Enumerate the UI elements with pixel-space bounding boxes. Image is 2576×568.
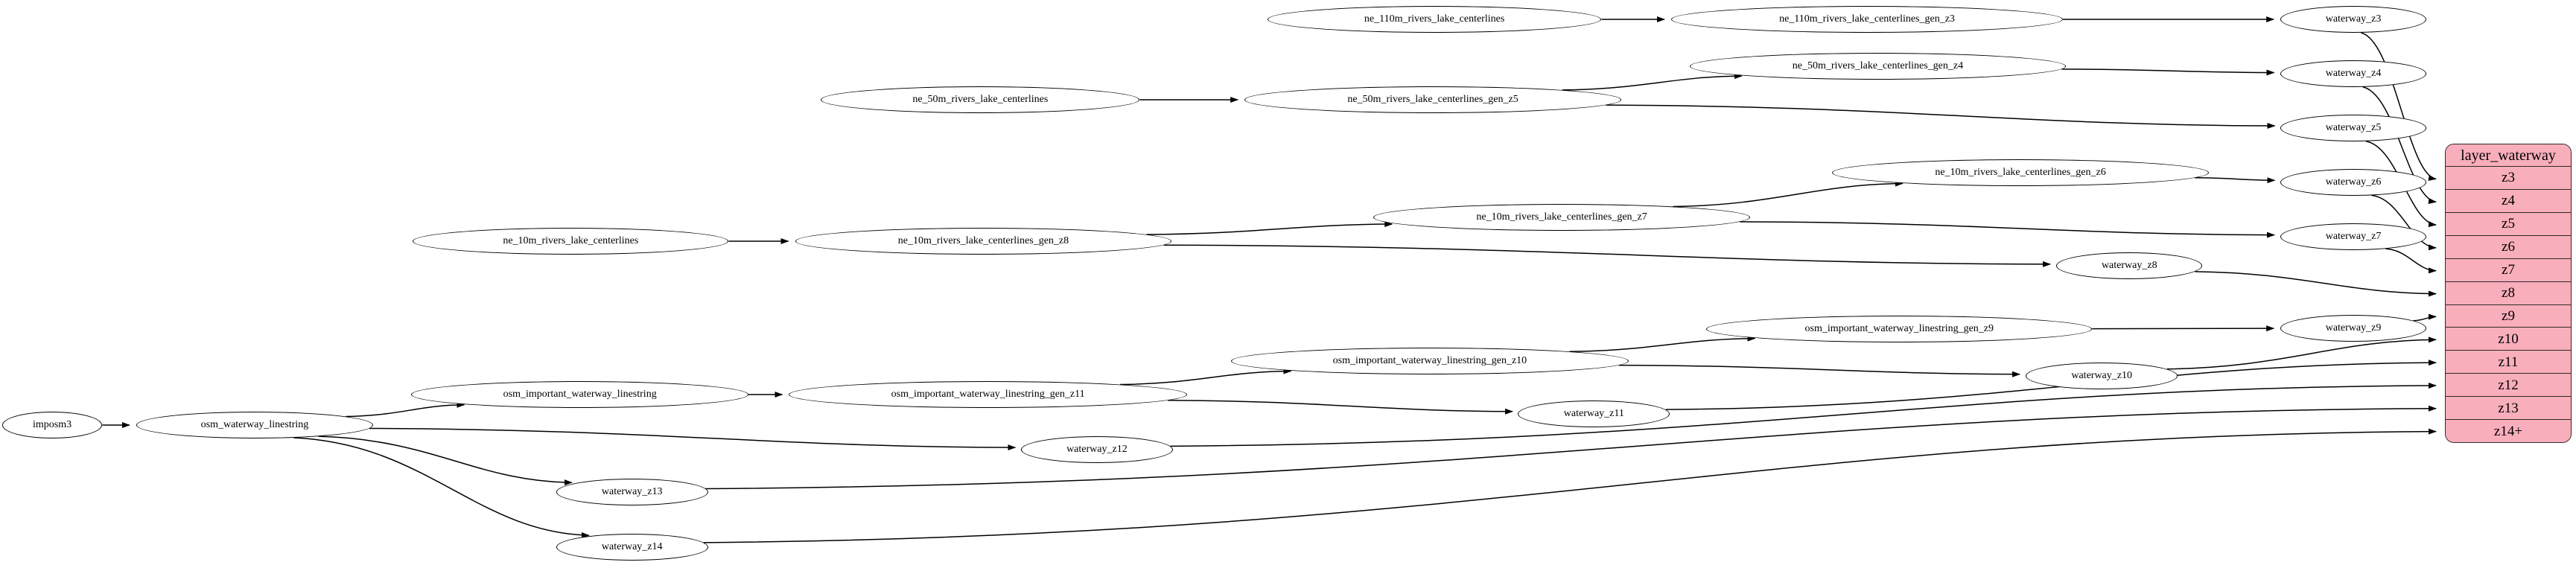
- graph-node-label: waterway_z10: [2071, 370, 2132, 381]
- graph-node-waterway-z4[interactable]: waterway_z4: [2280, 60, 2426, 87]
- graph-node-waterway-z9[interactable]: waterway_z9: [2280, 315, 2426, 342]
- graph-node-osm-important-waterway-linestring-gen-z9[interactable]: osm_important_waterway_linestring_gen_z9: [1706, 316, 2093, 342]
- graph-node-waterway-z6[interactable]: waterway_z6: [2280, 169, 2426, 196]
- graph-node-label: waterway_z12: [1066, 444, 1128, 455]
- layer-table-row-z3[interactable]: z3: [2446, 167, 2571, 190]
- graph-node-waterway-z11[interactable]: waterway_z11: [1518, 401, 1670, 427]
- graph-node-label: imposm3: [32, 419, 72, 430]
- graph-node-waterway-z7[interactable]: waterway_z7: [2280, 223, 2426, 250]
- graph-node-label: osm_waterway_linestring: [200, 419, 309, 430]
- graph-node-ne-10m-rivers-lake-centerlines-gen-z6[interactable]: ne_10m_rivers_lake_centerlines_gen_z6: [1832, 159, 2209, 186]
- graph-node-ne-110m-rivers-lake-centerlines-gen-z3[interactable]: ne_110m_rivers_lake_centerlines_gen_z3: [1670, 6, 2064, 33]
- graph-node-label: waterway_z6: [2325, 176, 2382, 188]
- graph-node-osm-important-waterway-linestring[interactable]: osm_important_waterway_linestring: [411, 381, 749, 408]
- graph-node-label: waterway_z7: [2325, 231, 2382, 242]
- graph-node-label: ne_10m_rivers_lake_centerlines_gen_z7: [1476, 211, 1647, 223]
- graph-node-label: ne_10m_rivers_lake_centerlines_gen_z8: [897, 235, 1069, 246]
- graph-node-label: osm_important_waterway_linestring: [503, 389, 657, 400]
- graph-node-label: ne_50m_rivers_lake_centerlines_gen_z4: [1792, 60, 1964, 71]
- layer-table-row-z7[interactable]: z7: [2446, 258, 2571, 282]
- graph-node-osm-important-waterway-linestring-gen-z11[interactable]: osm_important_waterway_linestring_gen_z1…: [789, 381, 1187, 408]
- graph-node-label: waterway_z4: [2325, 68, 2382, 79]
- graph-node-label: waterway_z8: [2101, 260, 2157, 271]
- graph-node-waterway-z13[interactable]: waterway_z13: [556, 479, 708, 505]
- layer-table-row-z12[interactable]: z12: [2446, 374, 2571, 398]
- graph-node-osm-waterway-linestring[interactable]: osm_waterway_linestring: [136, 412, 374, 438]
- layer-table-row-z8[interactable]: z8: [2446, 281, 2571, 305]
- graph-node-waterway-z10[interactable]: waterway_z10: [2026, 363, 2178, 389]
- graph-node-label: osm_important_waterway_linestring_gen_z9: [1804, 323, 1994, 334]
- layer-table-row-z11[interactable]: z11: [2446, 351, 2571, 374]
- graph-node-waterway-z3[interactable]: waterway_z3: [2280, 6, 2426, 33]
- graph-node-label: ne_50m_rivers_lake_centerlines: [912, 94, 1049, 105]
- graph-node-ne-50m-rivers-lake-centerlines[interactable]: ne_50m_rivers_lake_centerlines: [821, 86, 1140, 113]
- graph-node-label: waterway_z14: [601, 541, 663, 552]
- graph-node-label: waterway_z9: [2325, 322, 2382, 334]
- graph-node-label: osm_important_waterway_linestring_gen_z1…: [1332, 355, 1527, 366]
- graph-node-ne-10m-rivers-lake-centerlines[interactable]: ne_10m_rivers_lake_centerlines: [413, 228, 729, 255]
- graph-node-label: waterway_z13: [601, 486, 663, 497]
- layer-table-row-z5[interactable]: z5: [2446, 212, 2571, 236]
- graph-node-label: waterway_z3: [2325, 13, 2382, 25]
- graph-node-label: ne_110m_rivers_lake_centerlines_gen_z3: [1779, 13, 1955, 25]
- graph-node-waterway-z12[interactable]: waterway_z12: [1020, 436, 1173, 463]
- layer-table-row-z4[interactable]: z4: [2446, 189, 2571, 213]
- graph-node-ne-50m-rivers-lake-centerlines-gen-z5[interactable]: ne_50m_rivers_lake_centerlines_gen_z5: [1244, 86, 1621, 113]
- graph-node-ne-10m-rivers-lake-centerlines-gen-z7[interactable]: ne_10m_rivers_lake_centerlines_gen_z7: [1373, 204, 1750, 231]
- graph-node-label: ne_10m_rivers_lake_centerlines_gen_z6: [1935, 167, 2106, 178]
- layer-table-row-z14plus[interactable]: z14+: [2446, 420, 2571, 442]
- layer-table-row-z10[interactable]: z10: [2446, 328, 2571, 351]
- graph-node-imposm3[interactable]: imposm3: [1, 412, 103, 438]
- layer-table-title: layer_waterway: [2446, 144, 2571, 167]
- graph-node-waterway-z14[interactable]: waterway_z14: [556, 534, 708, 561]
- graph-node-label: osm_important_waterway_linestring_gen_z1…: [891, 389, 1085, 400]
- graph-node-ne-50m-rivers-lake-centerlines-gen-z4[interactable]: ne_50m_rivers_lake_centerlines_gen_z4: [1689, 53, 2067, 80]
- graph-node-osm-important-waterway-linestring-gen-z10[interactable]: osm_important_waterway_linestring_gen_z1…: [1230, 348, 1629, 374]
- graph-node-waterway-z8[interactable]: waterway_z8: [2056, 252, 2203, 279]
- graph-node-label: waterway_z11: [1563, 408, 1624, 419]
- graph-node-ne-110m-rivers-lake-centerlines[interactable]: ne_110m_rivers_lake_centerlines: [1267, 6, 1602, 33]
- graph-node-ne-10m-rivers-lake-centerlines-gen-z8[interactable]: ne_10m_rivers_lake_centerlines_gen_z8: [795, 228, 1172, 255]
- graph-node-label: ne_50m_rivers_lake_centerlines_gen_z5: [1347, 94, 1518, 105]
- layer-table-row-z13[interactable]: z13: [2446, 397, 2571, 421]
- layer-table-row-z9[interactable]: z9: [2446, 304, 2571, 328]
- layer-table-row-z6[interactable]: z6: [2446, 235, 2571, 259]
- graph-node-label: ne_110m_rivers_lake_centerlines: [1364, 13, 1505, 25]
- graph-node-label: ne_10m_rivers_lake_centerlines: [503, 235, 639, 246]
- graph-node-label: waterway_z5: [2325, 122, 2382, 133]
- graph-node-waterway-z5[interactable]: waterway_z5: [2280, 115, 2426, 141]
